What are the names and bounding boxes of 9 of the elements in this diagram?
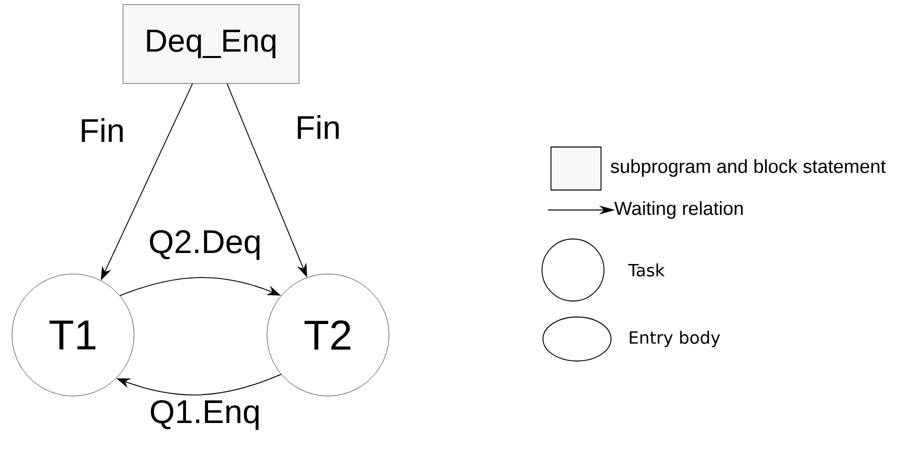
edge-label: Q1.Enq — [148, 399, 262, 431]
edge-label: Q2.Deq — [147, 229, 263, 261]
process-box: Deq_Enq — [122, 4, 300, 84]
legend-label: Waiting relation — [614, 201, 743, 219]
edge-label: Fin — [294, 114, 342, 140]
legend-label: subprogram and block statement — [610, 159, 886, 177]
edge-label: Fin — [78, 117, 126, 143]
legend-label: Entry body — [630, 330, 720, 348]
legend-label: Task — [628, 263, 665, 277]
